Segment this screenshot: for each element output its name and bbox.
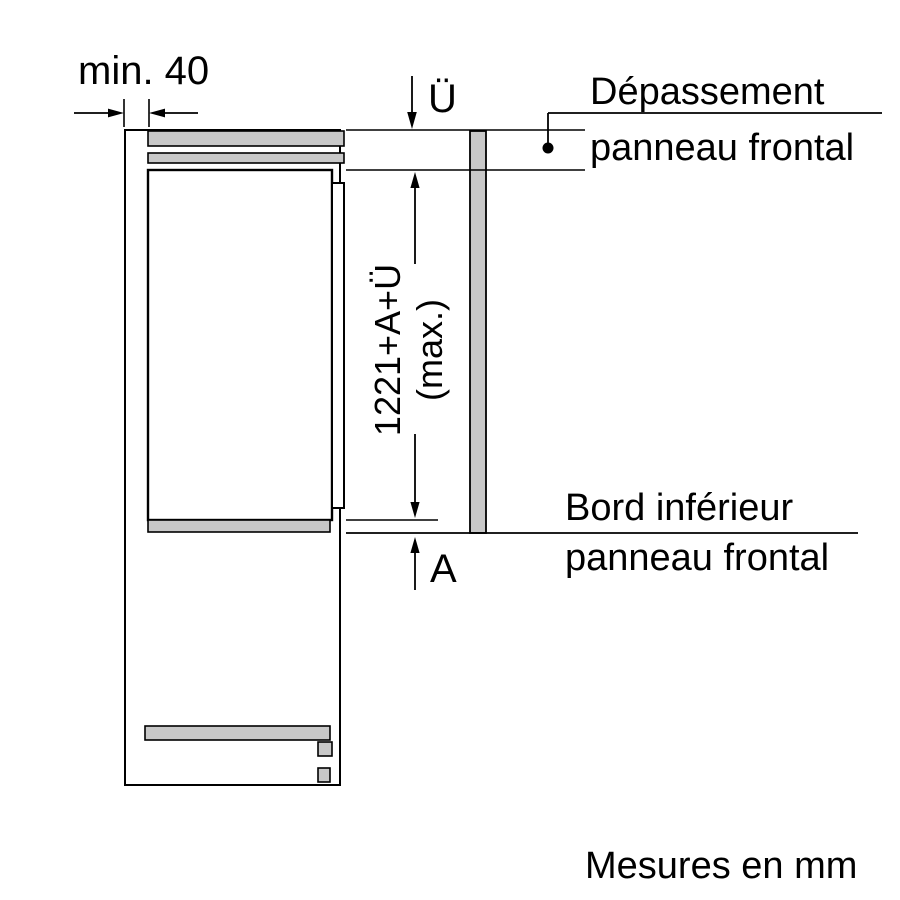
- lower-edge-line2: panneau frontal: [565, 537, 829, 579]
- lower-edge-line1: Bord inférieur: [565, 487, 793, 529]
- height-arrow-top-head: [410, 172, 420, 188]
- height-value-label: 1221+A+Ü: [367, 264, 408, 436]
- min40-label: min. 40: [78, 49, 209, 93]
- dimension-overhang: Ü: [407, 76, 457, 129]
- overhang-note-line1: Dépassement: [590, 71, 825, 113]
- cabinet-group: [124, 129, 345, 786]
- furniture-front-panel: [469, 130, 487, 534]
- overhang-note-line2: panneau frontal: [590, 127, 854, 169]
- units-note: Mesures en mm: [585, 845, 857, 887]
- overhang-arrow-head: [407, 112, 417, 129]
- dimension-panel-height: 1221+A+Ü (max.): [346, 129, 585, 521]
- plinth-rail: [144, 725, 331, 741]
- niche-top-rail: [147, 152, 345, 164]
- height-qualifier-label: (max.): [409, 299, 450, 401]
- min40-arrow-right-head: [149, 108, 165, 118]
- overhang-label: Ü: [428, 77, 457, 121]
- offset-arrow-head: [410, 537, 420, 553]
- dimension-min40: min. 40: [74, 49, 209, 127]
- min40-arrow-left-head: [108, 108, 124, 118]
- dimension-lower-offset: A: [410, 537, 457, 591]
- appliance-door: [146, 168, 334, 522]
- overhang-note-dot: [542, 142, 554, 154]
- annotation-overhang-note: Dépassement panneau frontal: [542, 71, 882, 169]
- niche-top-panel: [147, 130, 345, 147]
- door-bottom-rail: [147, 519, 331, 533]
- annotation-lower-edge-note: Bord inférieur panneau frontal: [346, 487, 858, 579]
- hinge-block-upper: [317, 741, 333, 757]
- offset-label: A: [430, 547, 457, 591]
- hinge-block-lower: [317, 767, 331, 783]
- height-arrow-bottom-head: [410, 502, 420, 518]
- door-edge-strip: [331, 182, 345, 509]
